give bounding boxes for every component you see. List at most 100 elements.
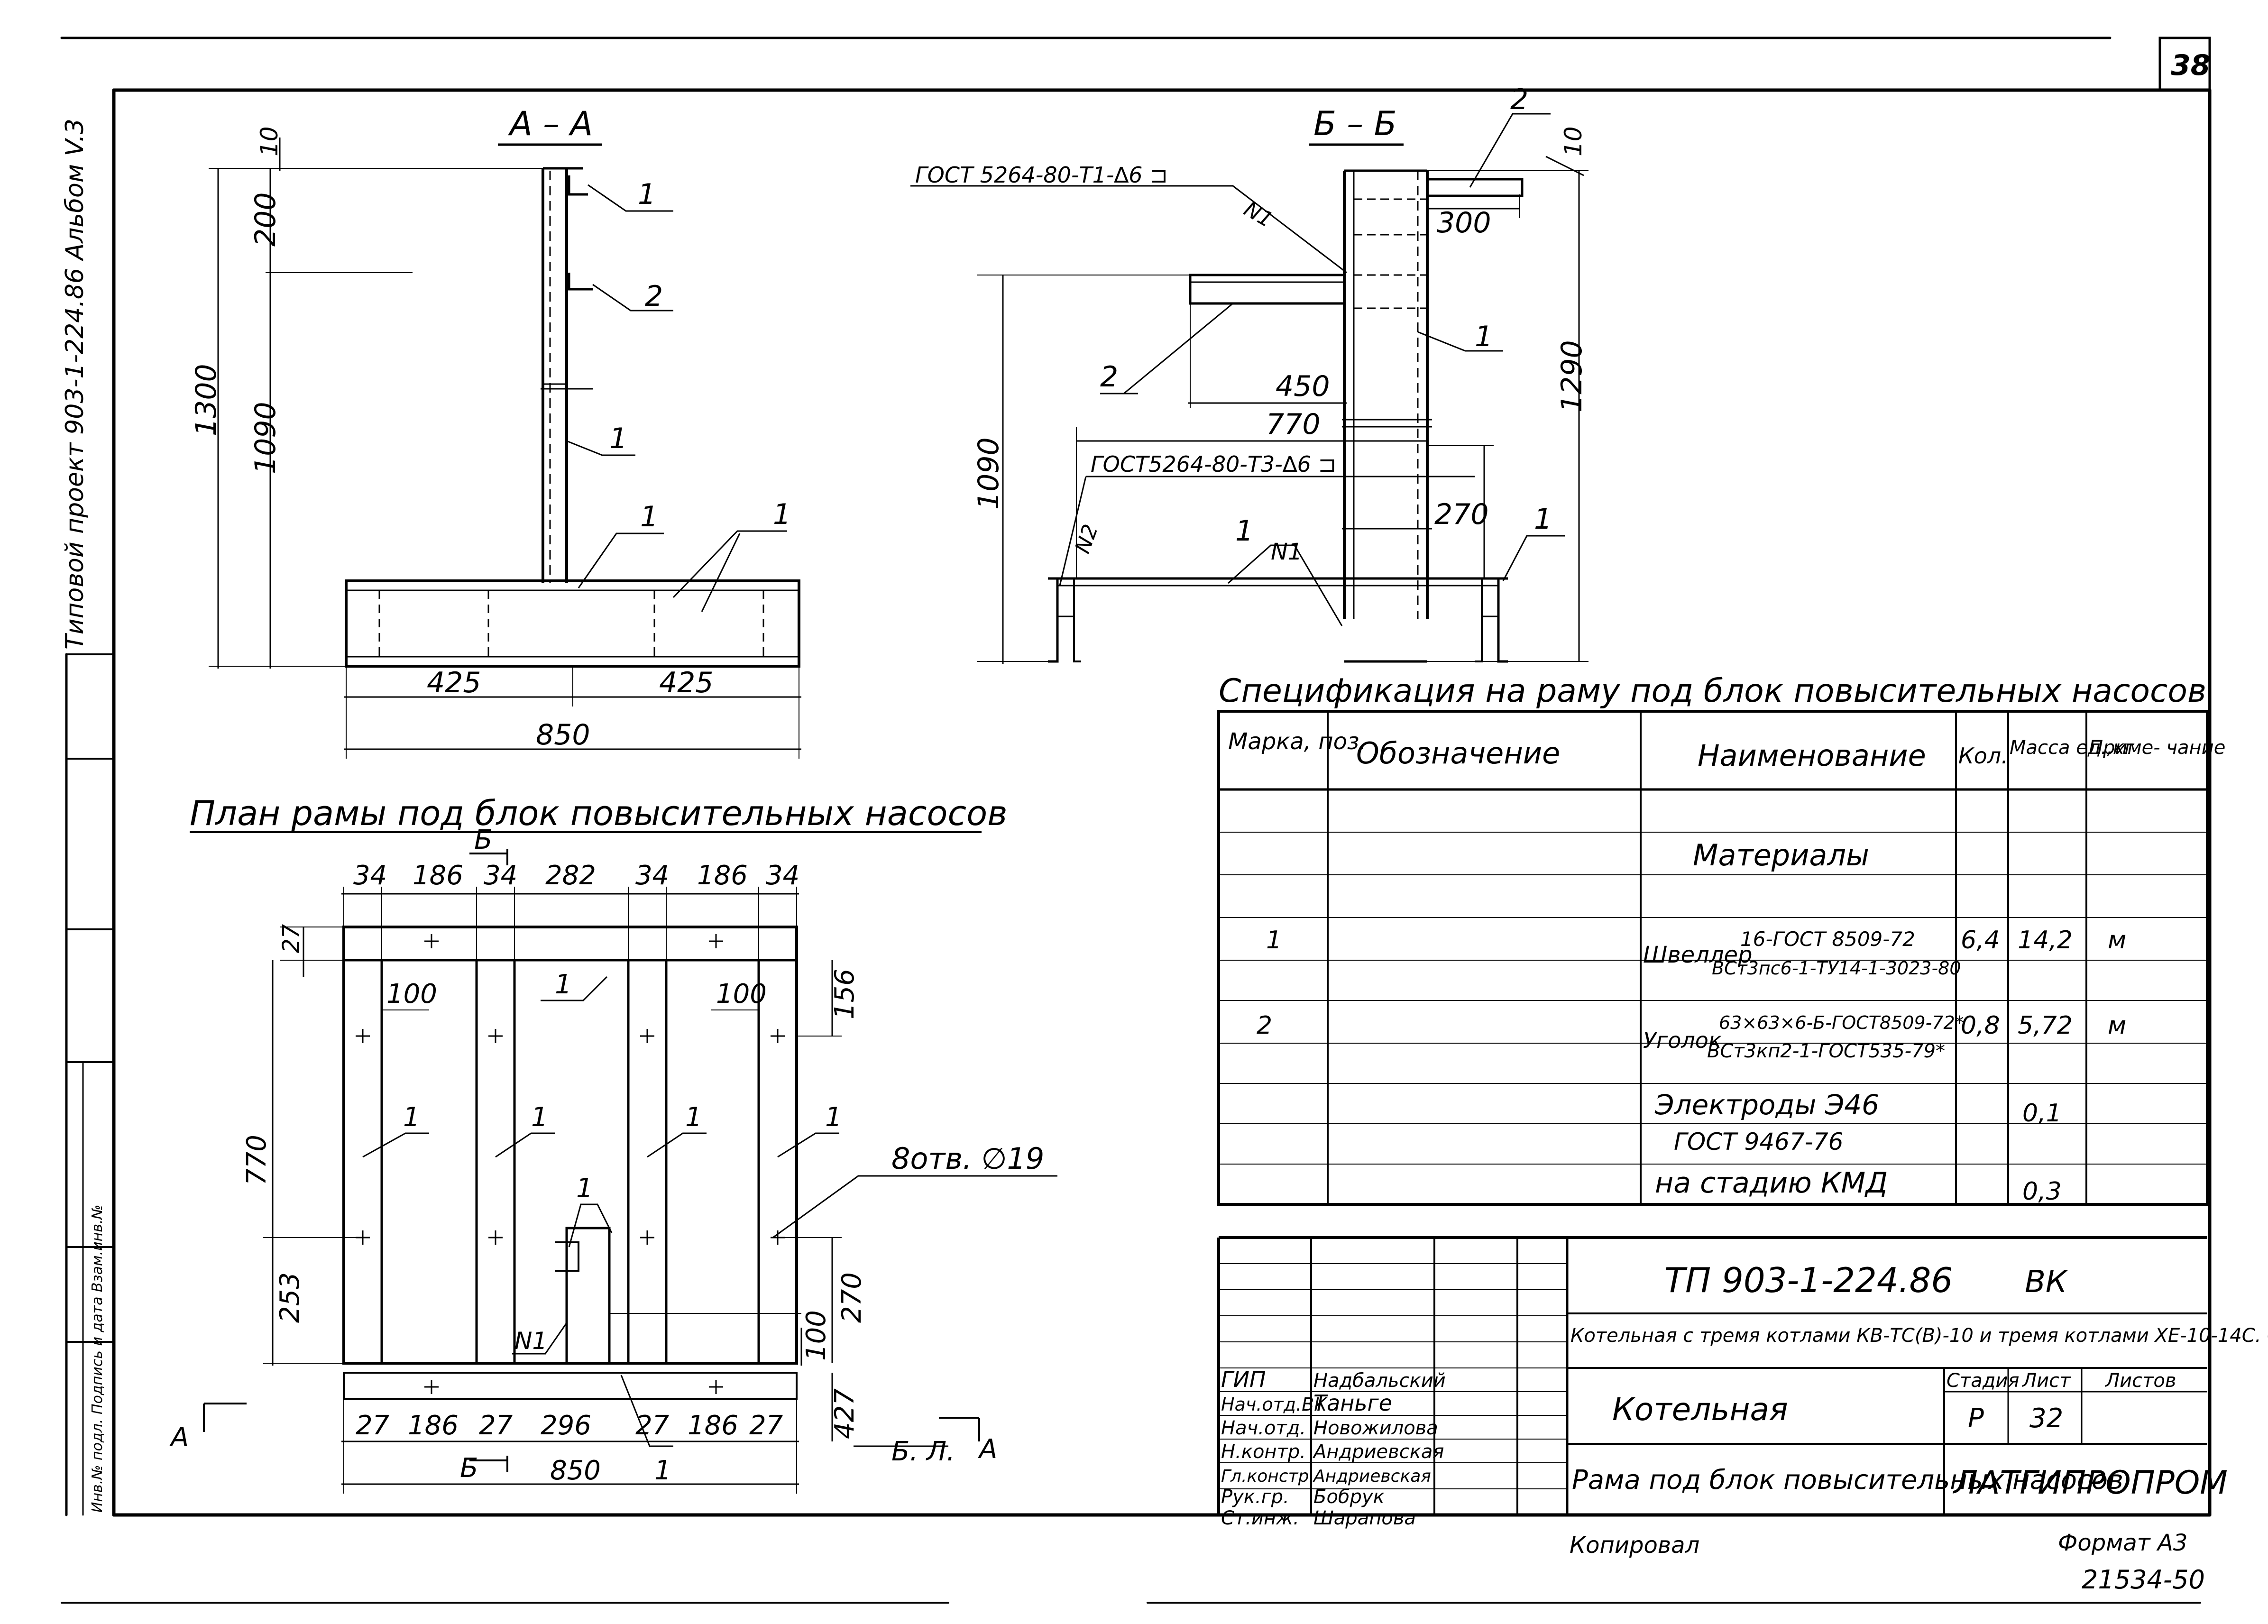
role: Рук.гр. <box>1221 1486 1289 1508</box>
callout: 1 <box>576 1173 593 1204</box>
node-n1-bottom: N1 <box>1271 539 1302 565</box>
stage: Р <box>1968 1403 1984 1434</box>
cell: Швеллер <box>1643 942 1753 968</box>
node-n1-top: N1 <box>1240 197 1277 232</box>
callout: 1 <box>403 1102 420 1133</box>
dim-label: 27 <box>749 1410 783 1441</box>
title-labels: ТП 903-1-224.86 ВК Котельная с тремя кот… <box>1221 1260 2268 1595</box>
sheet-ref: Б. Л. <box>891 1436 955 1467</box>
callout: 1 <box>685 1102 702 1133</box>
stage-header: Стадия <box>1947 1370 2019 1392</box>
dim-label: 100 <box>801 1310 832 1361</box>
person: Андриевская <box>1313 1467 1431 1486</box>
cell: Уголок <box>1643 1028 1722 1053</box>
holes-note: 8отв. ∅19 <box>891 1141 1044 1176</box>
dim-label: 425 <box>659 666 714 699</box>
node-n1: N1 <box>514 1327 547 1355</box>
spec-table <box>1217 710 2209 1206</box>
dim-label: 427 <box>829 1388 860 1439</box>
dim-label: 186 <box>697 860 748 891</box>
title-block <box>1217 1236 2207 1515</box>
dim-label: 1090 <box>249 402 282 474</box>
section-mark: Б <box>460 1453 478 1484</box>
callout: 1 <box>531 1102 548 1133</box>
object-name: Котельная <box>1612 1391 1788 1428</box>
section-label: Материалы <box>1693 838 1869 872</box>
section-aa <box>209 138 801 759</box>
plan-title: План рамы под блок повысительных насосов <box>190 793 1008 833</box>
dim-label: 156 <box>829 969 860 1019</box>
section-bb-labels: Б – Б ГОСТ 5264-80-Т1-∆6 ⊐ ГОСТ5264-80-Т… <box>915 83 1589 565</box>
person: Таньге <box>1313 1390 1392 1416</box>
side-stamp-bottom: Инв.№ подл. Подпись и дата Взам.инв.№ <box>89 1204 106 1513</box>
role: ГИП <box>1221 1367 1266 1392</box>
dim-label: 100 <box>716 979 767 1009</box>
section-bb-title: Б – Б <box>1313 104 1397 143</box>
callout: 1 <box>640 500 658 533</box>
role: Н.контр. <box>1221 1441 1306 1463</box>
frame-plan <box>190 831 1057 1494</box>
role: Нач.отд.ВК <box>1221 1394 1328 1415</box>
dim-label: 850 <box>550 1455 601 1486</box>
col-header: Приме- чание <box>2089 737 2225 759</box>
sheet-header: Лист <box>2021 1370 2071 1392</box>
callout: 1 <box>825 1102 842 1133</box>
role: Ст.инж. <box>1221 1507 1299 1529</box>
callout: 1 <box>1475 320 1493 353</box>
cell: 63×63×6-Б-ГОСТ8509-72* <box>1719 1012 1964 1033</box>
callout: 1 <box>654 1455 671 1486</box>
drawing-name: Рама под блок повысительных насосов <box>1572 1465 2123 1496</box>
dim-label: 1290 <box>1555 340 1589 413</box>
callout: 1 <box>609 422 627 455</box>
role: Нач.отд. <box>1221 1417 1306 1439</box>
format: Формат А3 <box>2058 1530 2187 1556</box>
dim-label: 10 <box>256 126 283 156</box>
dim-label: 34 <box>766 860 799 891</box>
person: Шарапова <box>1313 1507 1416 1529</box>
section-aa-labels: А – А 10 200 1300 1090 425 425 850 1 2 1… <box>190 104 791 752</box>
dim-label: 34 <box>635 860 669 891</box>
cell: м <box>2108 926 2126 954</box>
cell: Электроды Э46 <box>1654 1089 1879 1121</box>
cell: 5,72 <box>2018 1011 2073 1040</box>
person: Бобрук <box>1313 1486 1385 1508</box>
callout: 1 <box>555 969 572 1000</box>
doc-type: ВК <box>2025 1265 2068 1300</box>
sheet-number: 38 <box>2171 49 2211 82</box>
cell: 0,1 <box>2022 1099 2062 1128</box>
callout: 2 <box>1510 83 1528 116</box>
col-header: Обозначение <box>1356 736 1560 771</box>
callout: 1 <box>773 498 791 531</box>
cell: 14,2 <box>2018 926 2073 954</box>
dim-label: 200 <box>249 192 282 247</box>
callout: 2 <box>645 280 663 313</box>
dim-label: 186 <box>413 860 463 891</box>
cell: ВСт3кп2-1-ГОСТ535-79* <box>1707 1040 1945 1062</box>
col-header: Наименование <box>1698 738 1926 773</box>
callout: 1 <box>1534 503 1552 536</box>
cell: 1 <box>1266 926 1282 954</box>
dim-label: 186 <box>688 1410 738 1441</box>
dim-label: 27 <box>479 1410 513 1441</box>
side-stamp-top: Типовой проект 903-1-224.86 Альбом V.3 <box>61 119 89 650</box>
dim-label: 270 <box>1434 498 1489 531</box>
dim-label: 450 <box>1276 370 1330 403</box>
dim-label: 270 <box>836 1272 867 1323</box>
dim-label: 10 <box>1560 126 1587 156</box>
section-mark: А <box>169 1422 189 1453</box>
dim-label: 1090 <box>972 437 1005 510</box>
col-header: Масса ед.,кг <box>2010 737 2135 759</box>
dim-label: 34 <box>353 860 387 891</box>
dim-label: 1300 <box>190 364 223 436</box>
dim-label: 300 <box>1437 206 1491 239</box>
cell: 0,3 <box>2022 1177 2062 1206</box>
dim-label: 770 <box>1266 408 1321 441</box>
cell: ГОСТ 9467-76 <box>1674 1128 1843 1156</box>
callout: 1 <box>1235 514 1253 548</box>
weld-note-bottom: ГОСТ5264-80-Т3-∆6 ⊐ <box>1091 451 1336 477</box>
project-name: Котельная с тремя котлами КВ-ТС(В)-10 и … <box>1570 1325 2268 1347</box>
inventory-number: 21534-50 <box>2082 1565 2205 1595</box>
dim-label: 27 <box>635 1410 670 1441</box>
plan-labels: План рамы под блок повысительных насосов… <box>169 793 1044 1486</box>
